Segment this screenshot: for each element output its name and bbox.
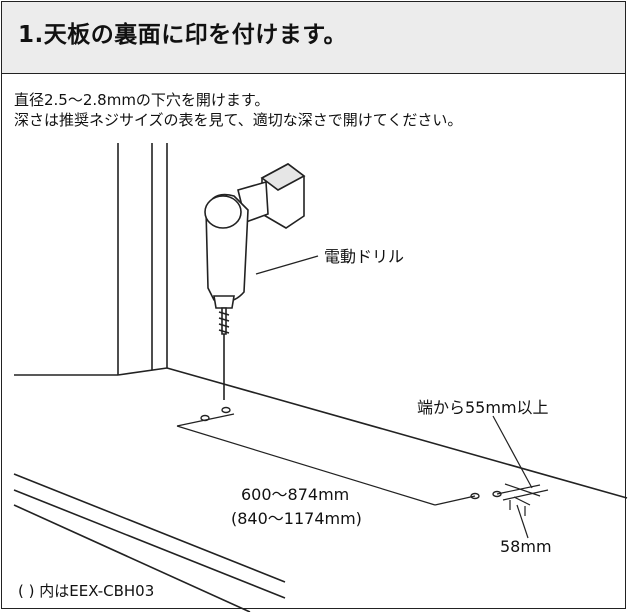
electric-drill-icon bbox=[204, 163, 306, 400]
drill-label: 電動ドリル bbox=[324, 247, 404, 266]
tabletop-edge bbox=[13, 473, 286, 612]
edge-distance-label: 端から55mm以上 bbox=[417, 398, 549, 417]
step-header: 1.天板の裏面に印を付けます。 bbox=[2, 2, 625, 74]
hole-distance-alt-label: (840～1174mm) bbox=[231, 509, 362, 528]
drill-leader-line bbox=[255, 255, 319, 275]
offset-distance-label: 58mm bbox=[500, 537, 552, 556]
step-title: 1.天板の裏面に印を付けます。 bbox=[18, 22, 347, 48]
side-panel bbox=[117, 143, 168, 376]
hole-distance-label: 600～874mm bbox=[241, 485, 349, 504]
instruction-line-2: 深さは推奨ネジサイズの表を見て、適切な深さで開けてください。 bbox=[14, 111, 463, 129]
instruction-line-1: 直径2.5～2.8mmの下穴を開けます。 bbox=[14, 91, 270, 109]
pilot-hole-marks-right bbox=[470, 490, 502, 500]
pilot-hole-marks-left bbox=[200, 406, 231, 422]
model-footnote: ( ) 内はEEX-CBH03 bbox=[18, 582, 154, 600]
dimension-lines bbox=[176, 413, 549, 516]
tabletop-surface bbox=[14, 367, 628, 499]
offset-leader-line bbox=[516, 504, 529, 539]
edge-leader-line bbox=[492, 415, 533, 489]
